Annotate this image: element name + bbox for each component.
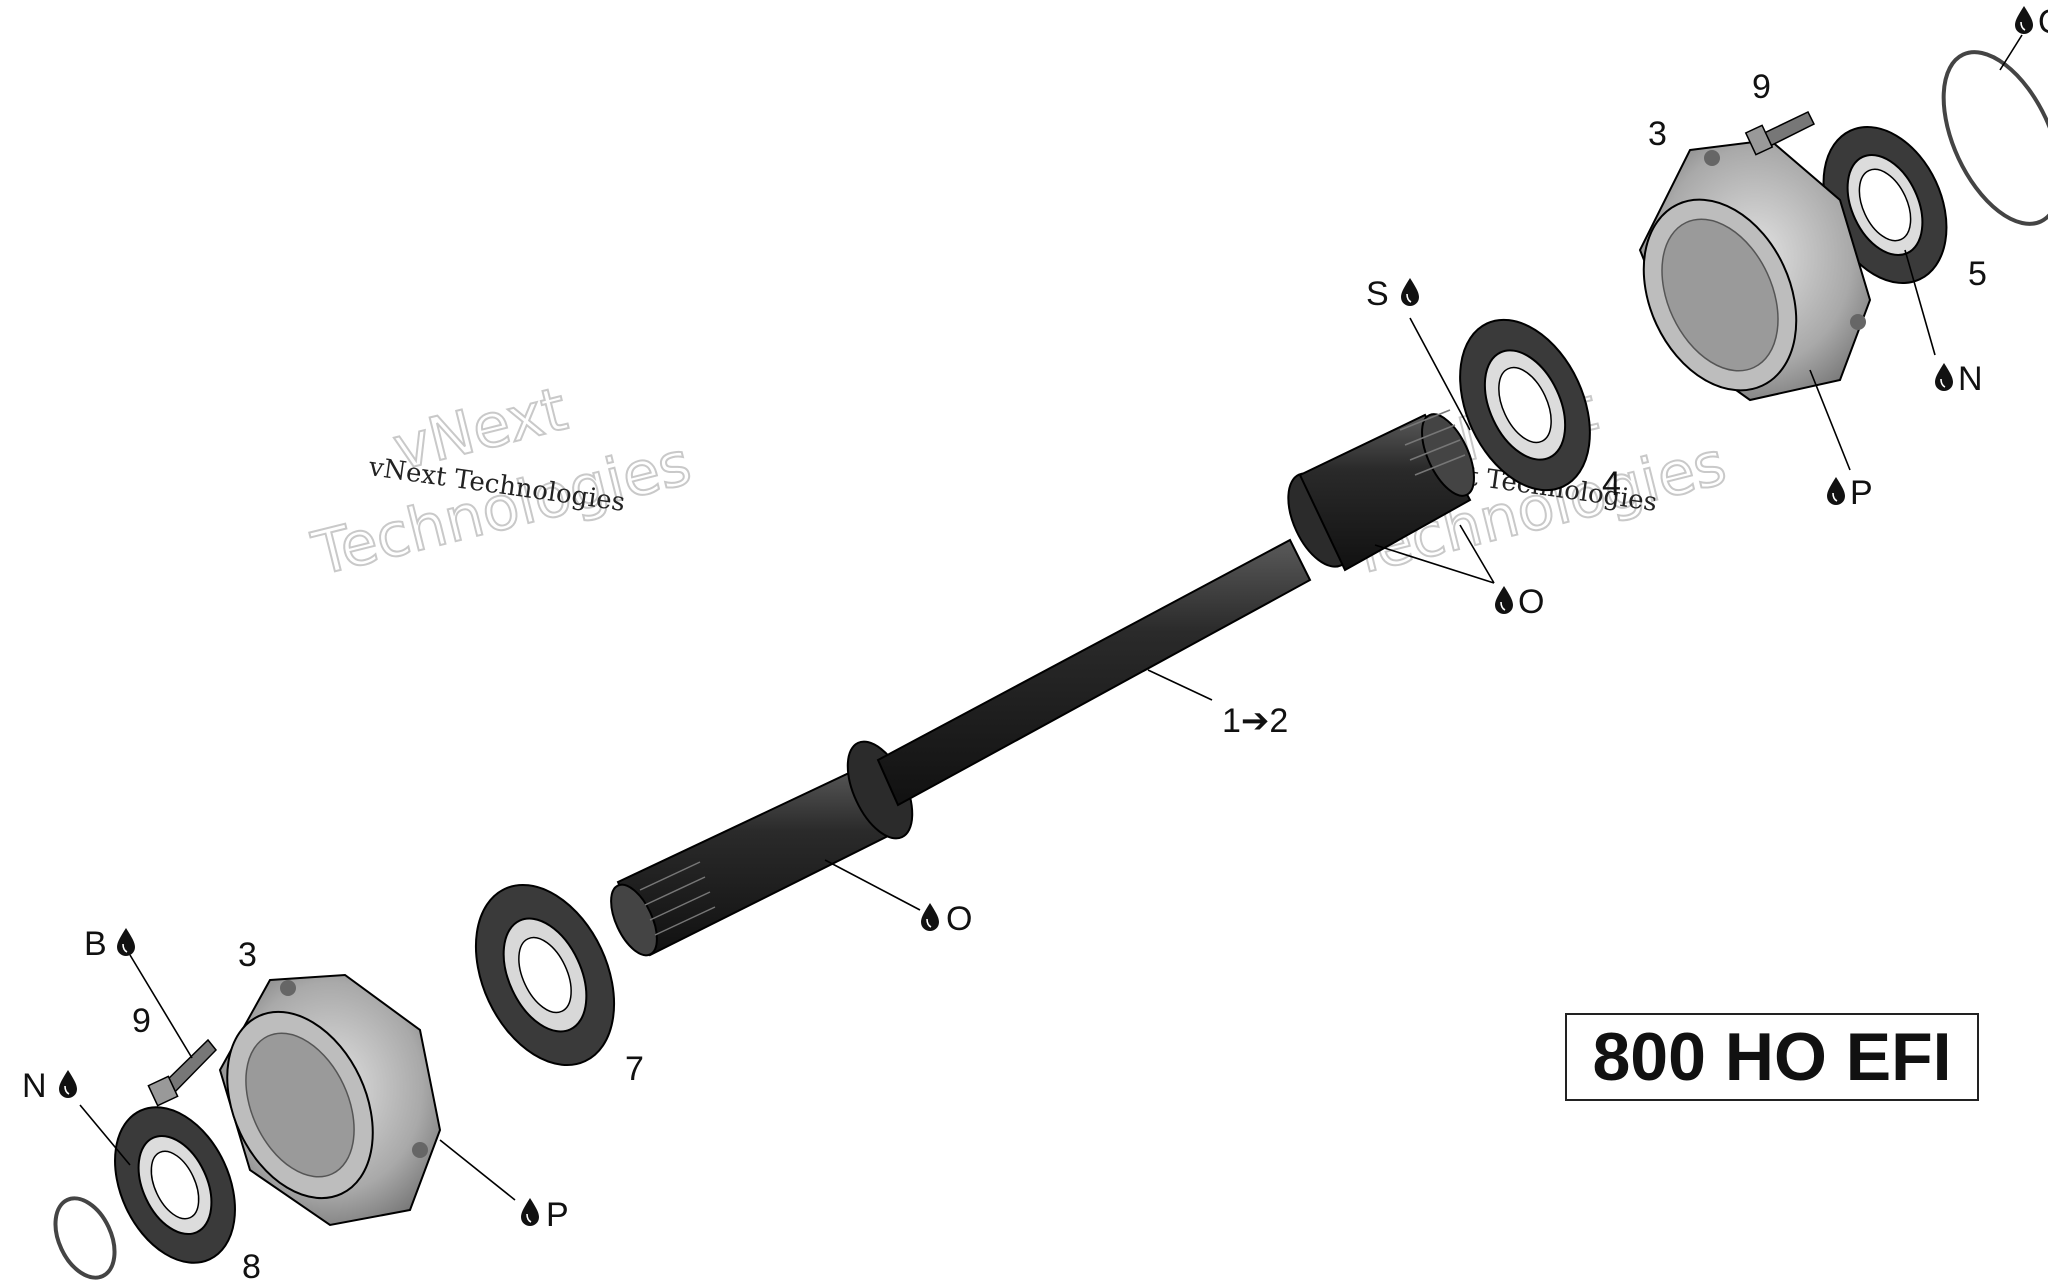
label-part-8: 8 (242, 1248, 261, 1280)
callout-s-top: S (1366, 275, 1420, 313)
oil-drop-icon (920, 902, 940, 932)
label-lube-p-right: P (1850, 474, 1873, 512)
o-ring-top-right (1941, 50, 2048, 226)
label-lube-b: B (84, 925, 107, 963)
seal-4 (1459, 318, 1591, 492)
oil-drop-icon (1494, 585, 1514, 615)
oil-drop-icon (1934, 362, 1954, 392)
label-part-9-bottom: 9 (132, 1002, 151, 1040)
callout-p-left: P (520, 1196, 569, 1234)
housing-3-top (1638, 138, 1872, 402)
bolt-9-bottom (147, 1038, 218, 1107)
label-part-5: 5 (1968, 255, 1987, 293)
callout-n-right: N (1934, 360, 1983, 398)
label-part-3-top: 3 (1648, 115, 1667, 153)
label-lube-o-top: O (2038, 3, 2048, 41)
label-lube-n-right: N (1958, 360, 1983, 398)
oil-drop-icon (1826, 476, 1846, 506)
label-part-7: 7 (625, 1050, 644, 1088)
label-lube-s: S (1366, 275, 1389, 313)
bearing-7 (474, 884, 616, 1066)
leader-lines (79, 34, 2023, 1201)
label-part-9-top: 9 (1752, 68, 1771, 106)
oil-drop-icon (116, 927, 136, 957)
drive-shaft (610, 409, 1475, 957)
callout-o-shaft-upper: O (1494, 583, 1544, 621)
oil-drop-icon (58, 1069, 78, 1099)
model-label-box: 800 HO EFI (1565, 1013, 1979, 1101)
callout-o-top-right: O (2014, 3, 2048, 41)
seal-8 (114, 1106, 236, 1264)
callout-n-left: N (22, 1067, 78, 1105)
label-part-1-2: 1➔2 (1222, 702, 1288, 740)
watermark-left: vNext Technologies vNext Technologies (305, 373, 699, 591)
label-lube-o-upper: O (1518, 583, 1544, 621)
callout-labels: 1➔2 3 3 4 5 7 8 9 9 S O O N P (22, 3, 2048, 1280)
label-lube-o-lower: O (946, 900, 972, 938)
callout-p-right: P (1826, 474, 1873, 512)
oil-drop-icon (2014, 5, 2034, 35)
label-part-3-bottom: 3 (238, 936, 257, 974)
callout-o-shaft-lower: O (920, 900, 972, 938)
bolt-9-top (1744, 111, 1816, 156)
callout-b-left: B (84, 925, 136, 963)
housing-3-bottom (218, 973, 442, 1227)
oil-drop-icon (1400, 277, 1420, 307)
o-ring-bottom-left (53, 1196, 117, 1280)
label-lube-p-left: P (546, 1196, 569, 1234)
label-part-4: 4 (1602, 465, 1621, 503)
label-lube-n-left: N (22, 1067, 47, 1105)
oil-drop-icon (520, 1197, 540, 1227)
